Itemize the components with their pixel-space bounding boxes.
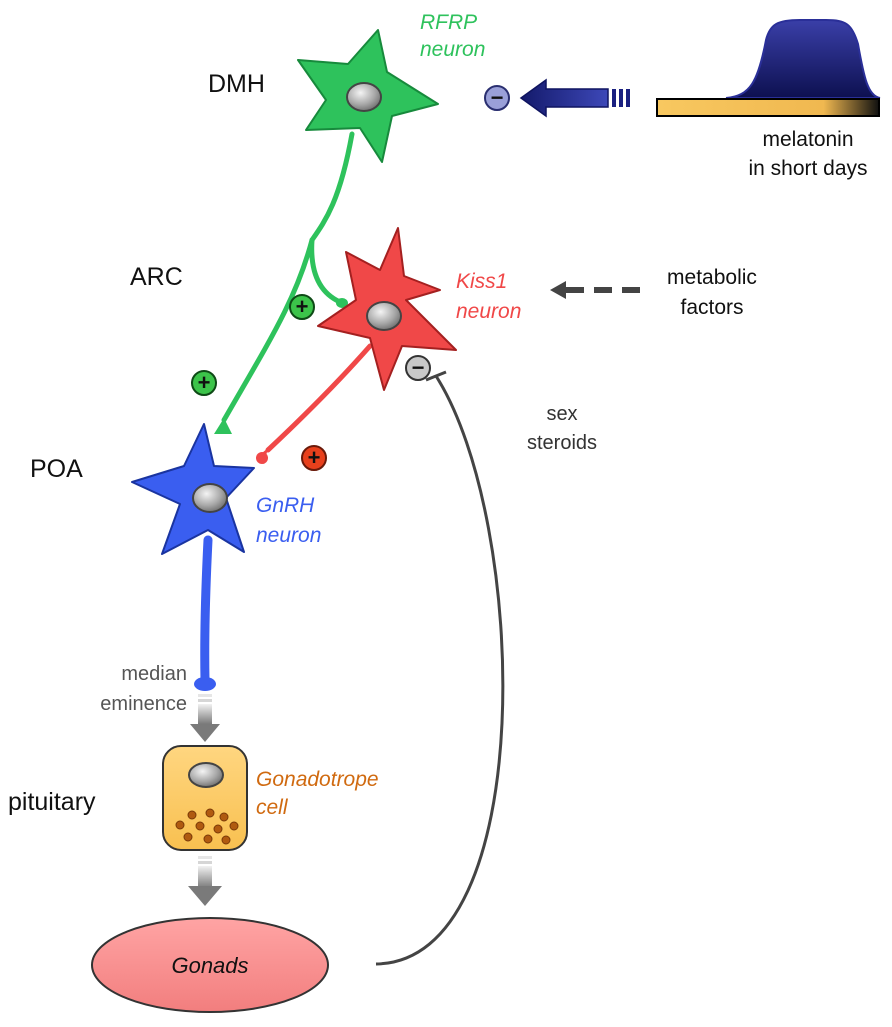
sex-steroids-label-line1: sex <box>546 403 577 425</box>
plus-sign-rfrp-kiss1: + <box>289 294 315 320</box>
gnrh-axon <box>200 535 213 685</box>
arrow-median-eminence-to-pituitary <box>190 694 220 742</box>
kiss1-label-line1: Kiss1 <box>456 270 507 293</box>
gonads: Gonads <box>91 917 329 1013</box>
plus-sign-rfrp-gnrh: + <box>191 370 217 396</box>
gonadotrope-cell <box>162 745 248 851</box>
secretory-granules <box>175 808 239 845</box>
feedback-stop-bar <box>425 370 447 382</box>
melatonin-label-line2: in short days <box>748 157 867 180</box>
gnrh-label-line1: GnRH <box>256 494 315 517</box>
gonadotrope-label-line1: Gonadotrope <box>256 768 379 791</box>
rfrp-label-line1: RFRP <box>420 11 477 34</box>
region-label-poa: POA <box>30 455 83 483</box>
melatonin-label-line1: melatonin <box>762 128 853 151</box>
arrow-pituitary-to-gonads <box>188 856 222 906</box>
melatonin-profile: melatonin in short days <box>656 19 881 180</box>
minus-sign-melatonin: − <box>484 85 510 111</box>
svg-text:−: − <box>412 355 425 380</box>
rfrp-neuron <box>297 29 439 163</box>
svg-text:+: + <box>198 370 211 395</box>
svg-text:−: − <box>491 85 504 110</box>
region-label-dmh: DMH <box>208 70 265 98</box>
gnrh-label-line2: neuron <box>256 524 321 547</box>
sex-steroids-label-line2: steroids <box>527 432 597 454</box>
gnrh-neuron <box>131 423 255 555</box>
rfrp-axon-to-gnrh <box>221 131 355 423</box>
photoperiod-bar <box>656 98 880 117</box>
melatonin-inhibition-arrow <box>519 78 630 118</box>
gnrh-nucleus <box>192 483 228 513</box>
gonadotrope-label-line2: cell <box>256 796 289 819</box>
rfrp-axon-to-kiss1 <box>309 237 343 305</box>
median-eminence-label-line1: median <box>121 663 187 685</box>
svg-text:+: + <box>296 294 309 319</box>
minus-sign-sex-steroids: − <box>405 355 431 381</box>
gonads-label: Gonads <box>171 953 248 978</box>
region-label-arc: ARC <box>130 263 183 291</box>
kiss1-axon-to-gnrh <box>265 343 373 453</box>
median-eminence-label-line2: eminence <box>100 693 187 715</box>
kiss1-nucleus <box>366 301 402 331</box>
rfrp-label-line2: neuron <box>420 38 485 61</box>
svg-text:+: + <box>308 445 321 470</box>
sex-steroid-feedback-line <box>375 375 505 966</box>
metabolic-label-line1: metabolic <box>667 266 757 289</box>
metabolic-label-line2: factors <box>680 296 743 319</box>
gonadotrope-nucleus <box>188 762 224 788</box>
metabolic-factors-arrow <box>550 281 640 299</box>
gnrh-terminal <box>194 677 216 691</box>
plus-sign-kiss1-gnrh: + <box>301 445 327 471</box>
kiss1-label-line2: neuron <box>456 300 521 323</box>
rfrp-nucleus <box>346 82 382 112</box>
region-label-pituitary: pituitary <box>8 788 96 816</box>
kiss1-neuron <box>317 227 457 391</box>
